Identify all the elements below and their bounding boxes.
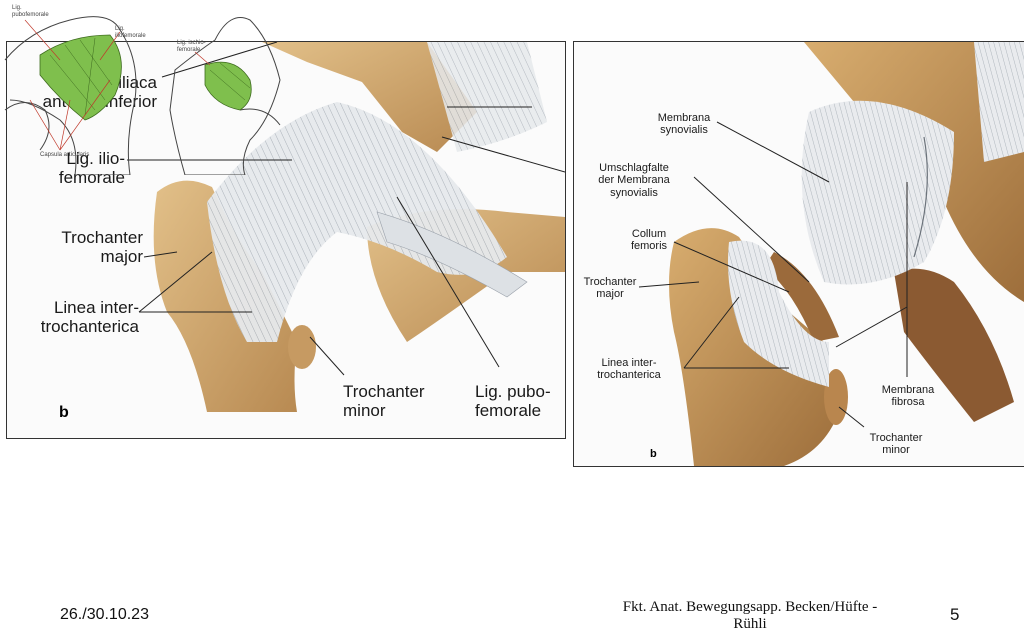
leader-line [838,406,865,428]
leader-line [161,42,278,78]
leader-line [683,296,740,369]
left-anatomy-panel: Spina iliacaanterior inferior Lig. ilio-… [6,41,566,439]
label-lig-pubofemorale: Lig. pubo-femorale [475,382,551,421]
label-linea-intertrochanterica: Linea inter-trochanterica [597,357,661,382]
footer-title: Fkt. Anat. Bewegungsapp. Becken/Hüfte -R… [622,599,878,633]
leader-line [716,121,830,183]
hip-ligaments-illustration [127,42,565,412]
leader-line [673,241,790,293]
label-lig-ischiofemorale: Lig. ischio-femorale [177,40,206,53]
leader-line [693,176,810,283]
footer-page-number: 5 [950,605,960,624]
leader-line [309,336,345,376]
leader-line [441,136,565,173]
leader-line [138,251,213,313]
bottom-ligament-diagram: Lig.pubofemorale Lig.iliofemorale Lig. i… [0,0,285,175]
label-lig-iliofemorale: Lig.iliofemorale [115,26,146,39]
footer-date: 26./30.10.23 [60,606,149,623]
panel-letter: b [650,448,657,460]
leader-line [638,281,700,288]
hip-ligament-outline-drawing [4,16,281,175]
leader-line [835,306,908,348]
leader-line [143,251,178,258]
leader-line [396,196,500,368]
label-lig-pubofemorale: Lig.pubofemorale [12,5,49,18]
panel-letter: b [59,404,69,421]
label-linea-intertrochanterica: Linea inter-trochanterica [40,298,139,337]
hip-capsule-illustration [638,42,1024,466]
label-capsula-articularis: Capsula articularis [40,152,90,158]
